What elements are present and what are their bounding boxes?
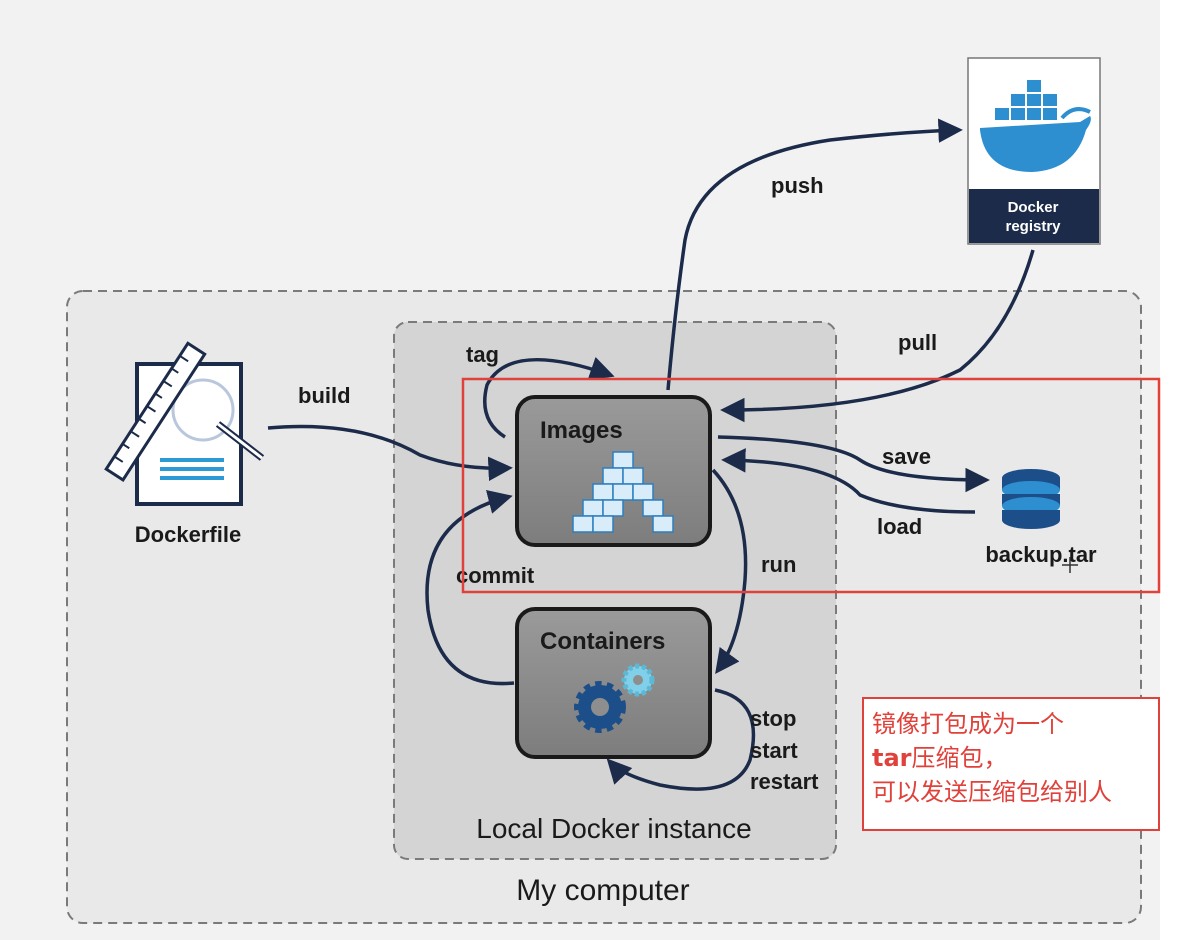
tag-arrow (483, 356, 615, 439)
pull-label: pull (898, 330, 937, 355)
my-computer-label: My computer (516, 874, 689, 907)
save-arrow (717, 435, 990, 493)
dockerfile-icon (104, 341, 265, 506)
build-arrow (267, 424, 513, 482)
containers-label: Containers (540, 628, 665, 655)
commit-label: commit (456, 563, 535, 588)
pull-arrow (720, 249, 1035, 423)
docker-whale-icon (980, 80, 1091, 172)
containers-box: Containers (515, 607, 712, 759)
annotation-note: 镜像打包成为一个 tar压缩包， 可以发送压缩包给别人 (862, 697, 1160, 831)
start-label: start (750, 738, 798, 763)
backup-tar-label: backup.tar (985, 542, 1097, 567)
local-docker-label: Local Docker instance (476, 813, 751, 844)
registry-label-2: registry (1005, 218, 1061, 235)
run-arrow (711, 468, 748, 674)
cursor-icon (1062, 557, 1078, 573)
push-arrow (666, 118, 963, 391)
annotation-line-2: tar压缩包， (872, 741, 1158, 775)
annotation-line-2-rest: 压缩包， (911, 744, 1008, 772)
highlight-box (461, 377, 1161, 594)
right-margin (1160, 0, 1188, 940)
annotation-tar: tar (872, 744, 912, 772)
lifecycle-arrow (606, 688, 756, 791)
load-label: load (877, 514, 922, 539)
images-box: Images (515, 395, 712, 547)
images-label: Images (540, 417, 623, 444)
docker-registry: Docker registry (967, 57, 1101, 245)
image-layers-icon (572, 451, 674, 533)
stop-label: stop (750, 706, 796, 731)
save-label: save (882, 444, 931, 469)
annotation-line-1: 镜像打包成为一个 (872, 710, 1064, 738)
dockerfile-label: Dockerfile (135, 522, 241, 547)
database-icon (1002, 469, 1060, 529)
load-arrow (721, 448, 976, 514)
tag-label: tag (466, 342, 499, 367)
registry-label-1: Docker (1008, 199, 1059, 216)
build-label: build (298, 383, 351, 408)
restart-label: restart (750, 769, 819, 794)
gear-icon (574, 663, 655, 733)
push-label: push (771, 173, 824, 198)
annotation-line-3: 可以发送压缩包给别人 (872, 778, 1112, 806)
run-label: run (761, 552, 796, 577)
